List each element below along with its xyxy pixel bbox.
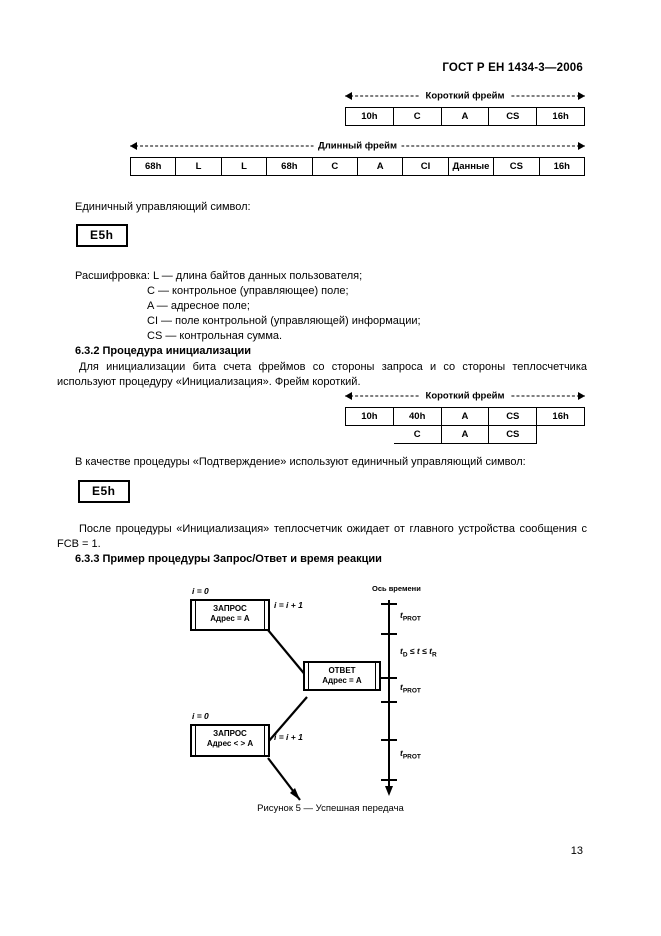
frame-cell: 16h [536, 407, 585, 426]
long-frame: Длинный фрейм 68h L L 68h C A CI Данные … [129, 138, 586, 176]
frame-cell: CS [488, 425, 538, 444]
short-frame-2-table: 10h 40h A CS 16h C A CS [345, 407, 585, 444]
figure-label-i0-top: i = 0 [192, 586, 209, 596]
short-frame-2-span-label: Короткий фрейм [420, 390, 510, 402]
frame-cell: 10h [345, 407, 394, 426]
frame-cell: 10h [345, 107, 394, 126]
box-inner-left-line [195, 726, 196, 755]
figure-connector-lines [267, 600, 397, 801]
frame-cell: 68h [266, 157, 313, 176]
time-label-prot-2: tPROT [400, 682, 421, 695]
e5h-box-1: E5h [76, 224, 128, 247]
time-label-prot-1: tPROT [400, 610, 421, 623]
short-frame-1-span-label: Короткий фрейм [420, 90, 510, 102]
legend-row: Расшифровка: L — длина байтов данных пол… [75, 269, 545, 284]
frame-cell: Данные [447, 157, 495, 176]
frame-cell: A [356, 157, 404, 176]
short-frame-1-table: 10h C A CS 16h [345, 107, 585, 126]
frame-cell: CS [488, 107, 538, 126]
arrow-left-icon [345, 392, 352, 400]
box-line2: Адрес < > A [206, 739, 254, 748]
frame-cell-empty [346, 426, 394, 444]
arrow-right-icon [578, 92, 585, 100]
long-frame-table: 68h L L 68h C A CI Данные CS 16h [129, 157, 586, 176]
time-label-prot-3: tPROT [400, 748, 421, 761]
box-line2: Адрес = A [322, 676, 362, 685]
frame-cell: A [440, 425, 490, 444]
frame-cell: 16h [536, 107, 585, 126]
arrow-right-icon [578, 142, 585, 150]
frame-cell: 68h [129, 157, 177, 176]
box-inner-left-line [195, 601, 196, 629]
figure-label-i0-bottom: i = 0 [192, 711, 209, 721]
legend-title: Расшифровка: [75, 270, 150, 282]
box-line1: ОТВЕТ [328, 666, 356, 675]
short-frame-2: Короткий фрейм 10h 40h A CS 16h C A CS [345, 388, 585, 444]
frame-cell: C [392, 425, 442, 444]
frame-cell-empty [537, 426, 585, 444]
table-row: C A CS [346, 425, 585, 444]
table-row: 10h C A CS 16h [345, 107, 585, 126]
figure-5: ЗАПРОС Адрес = A i = 0 i = i + 1 ОТВЕТ А… [0, 572, 661, 822]
short-frame-1: Короткий фрейм 10h C A CS 16h [345, 88, 585, 126]
box-inner-right-line [264, 601, 265, 629]
short-frame-1-span: Короткий фрейм [345, 88, 585, 104]
table-row: 68h L L 68h C A CI Данные CS 16h [129, 157, 586, 176]
single-char-intro-1: Единичный управляющий символ: [75, 201, 251, 213]
paragraph-fcb: После процедуры «Инициализация» теплосче… [57, 523, 587, 550]
figure-label-inc-top: i = i + 1 [274, 600, 303, 610]
frame-cell: C [311, 157, 358, 176]
frame-cell: A [440, 407, 490, 426]
figure-label-inc-bottom: i = i + 1 [274, 732, 303, 742]
figure-box-request-bottom: ЗАПРОС Адрес < > A [190, 724, 270, 757]
time-label-range: tD ≤ t ≤ tR [400, 646, 437, 659]
legend-item: L — длина байтов данных пользователя; [152, 270, 363, 282]
arrow-right-icon [578, 392, 585, 400]
arrow-left-icon [345, 92, 352, 100]
box-line1: ЗАПРОС [213, 729, 247, 738]
time-axis-title: Ось времени [372, 584, 421, 593]
page-number: 13 [570, 845, 583, 857]
long-frame-span-label: Длинный фрейм [313, 140, 402, 152]
frame-cell: 16h [538, 157, 586, 176]
short-frame-2-span: Короткий фрейм [345, 388, 585, 404]
long-frame-span: Длинный фрейм [130, 138, 585, 154]
legend-row: CI — поле контрольной (управляющей) инфо… [147, 315, 421, 327]
e5h-box-2: E5h [78, 480, 130, 503]
frame-cell: L [220, 157, 268, 176]
box-inner-right-line [375, 663, 376, 689]
frame-cell: CI [402, 157, 449, 176]
legend-row: C — контрольное (управляющее) поле; [147, 285, 349, 297]
frame-cell: A [440, 107, 490, 126]
legend-row: CS — контрольная сумма. [147, 330, 283, 342]
section-heading-633: 6.3.3 Пример процедуры Запрос/Ответ и вр… [75, 553, 382, 565]
figure-box-response: ОТВЕТ Адрес = A [303, 661, 381, 691]
frame-cell: C [392, 107, 442, 126]
frame-cell: CS [488, 407, 538, 426]
frame-cell: CS [493, 157, 540, 176]
arrow-left-icon [130, 142, 137, 150]
legend-block: Расшифровка: L — длина байтов данных пол… [75, 269, 545, 344]
section-632-paragraph: Для инициализации бита счета фреймов со … [57, 361, 587, 388]
section-heading-632: 6.3.2 Процедура инициализации [75, 345, 252, 357]
figure-caption: Рисунок 5 — Успешная передача [257, 803, 404, 814]
frame-cell: 40h [392, 407, 442, 426]
table-row: 10h 40h A CS 16h [345, 407, 585, 426]
legend-row: A — адресное поле; [147, 300, 250, 312]
single-char-intro-2: В качестве процедуры «Подтверждение» исп… [75, 456, 526, 468]
box-line2: Адрес = A [210, 614, 250, 623]
figure-box-request-top: ЗАПРОС Адрес = A [190, 599, 270, 631]
frame-cell: L [175, 157, 222, 176]
document-header: ГОСТ Р ЕН 1434-3—2006 [442, 62, 583, 74]
box-line1: ЗАПРОС [213, 604, 247, 613]
box-inner-right-line [264, 726, 265, 755]
box-inner-left-line [308, 663, 309, 689]
